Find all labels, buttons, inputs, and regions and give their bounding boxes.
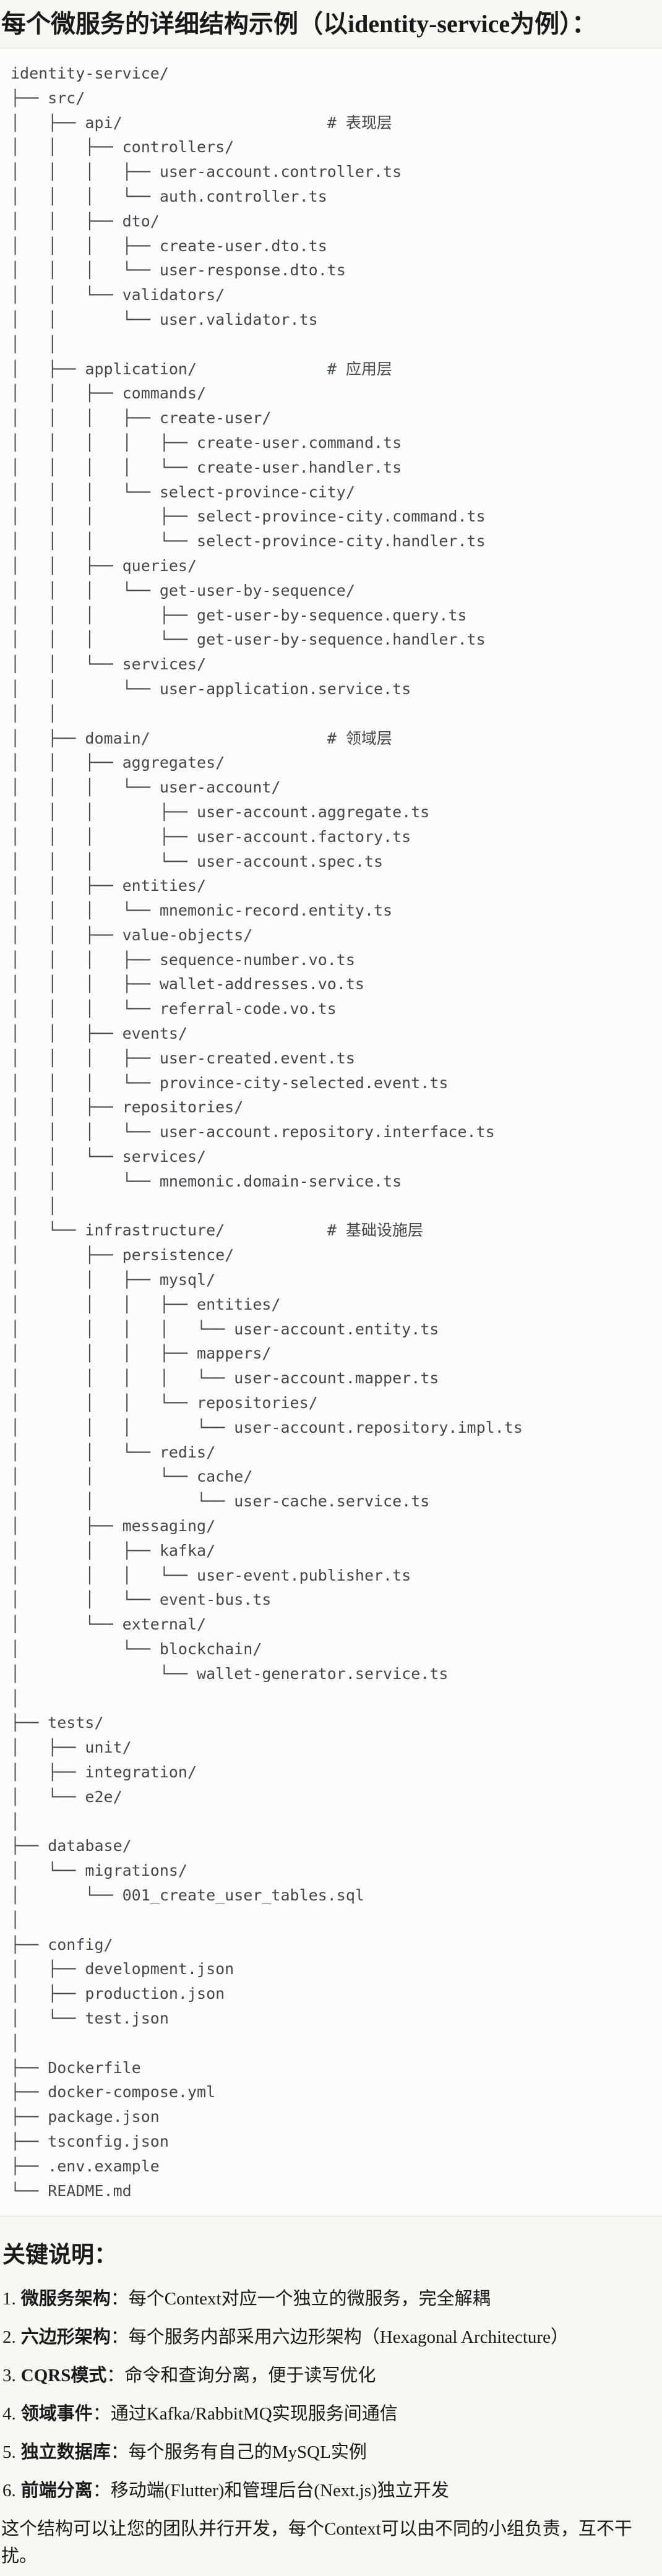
document-page: { "title": "每个微服务的详细结构示例（以identity-servi…: [0, 10, 662, 2576]
note-item: 6.前端分离：移动端(Flutter)和管理后台(Next.js)独立开发: [2, 2477, 656, 2504]
note-term: 前端分离: [20, 2480, 93, 2501]
note-term: 独立数据库: [20, 2442, 111, 2462]
note-number: 6.: [2, 2480, 16, 2501]
note-number: 3.: [2, 2365, 16, 2385]
page-title: 每个微服务的详细结构示例（以identity-service为例）：: [1, 10, 597, 38]
note-item: 3.CQRS模式：命令和查询分离，便于读写优化: [2, 2362, 656, 2389]
note-number: 1.: [2, 2288, 16, 2309]
key-notes-section: 关键说明： 1.微服务架构：每个Context对应一个独立的微服务，完全解耦 2…: [0, 2241, 662, 2569]
notes-heading: 关键说明：: [2, 2243, 117, 2269]
note-desc: ：命令和查询分离，便于读写优化: [106, 2365, 376, 2385]
note-desc: ：移动端(Flutter)和管理后台(Next.js)独立开发: [92, 2480, 449, 2501]
note-item: 1.微服务架构：每个Context对应一个独立的微服务，完全解耦: [2, 2285, 656, 2312]
note-number: 5.: [2, 2442, 16, 2462]
note-desc: ：每个Context对应一个独立的微服务，完全解耦: [110, 2288, 491, 2309]
note-number: 2.: [2, 2327, 16, 2347]
note-term: 微服务架构: [20, 2288, 111, 2309]
note-item: 4.领域事件：通过Kafka/RabbitMQ实现服务间通信: [2, 2400, 656, 2428]
note-desc: ：每个服务有自己的MySQL实例: [110, 2442, 367, 2462]
directory-tree: identity-service/ ├── src/ │ ├── api/ # …: [0, 48, 662, 2217]
note-term: 领域事件: [20, 2403, 93, 2424]
note-item: 5.独立数据库：每个服务有自己的MySQL实例: [2, 2439, 656, 2466]
note-term: 六边形架构: [20, 2327, 111, 2347]
notes-footer: 这个结构可以让您的团队并行开发，每个Context可以由不同的小组负责，互不干扰…: [1, 2518, 632, 2566]
note-item: 2.六边形架构：每个服务内部采用六边形架构（Hexagonal Architec…: [2, 2324, 656, 2351]
note-desc: ：每个服务内部采用六边形架构（Hexagonal Architecture）: [110, 2327, 569, 2347]
note-term: CQRS模式: [20, 2365, 107, 2385]
notes-list: 1.微服务架构：每个Context对应一个独立的微服务，完全解耦 2.六边形架构…: [2, 2285, 656, 2504]
note-number: 4.: [2, 2403, 16, 2424]
note-desc: ：通过Kafka/RabbitMQ实现服务间通信: [92, 2403, 398, 2424]
